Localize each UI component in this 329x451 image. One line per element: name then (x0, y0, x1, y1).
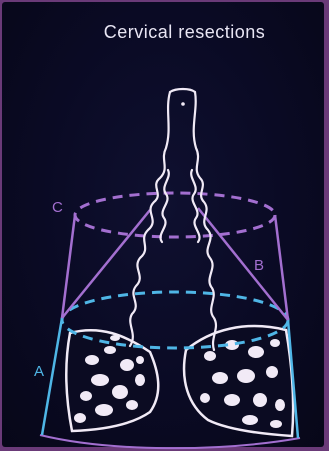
label-c: C (52, 199, 63, 216)
base-curve (40, 435, 300, 448)
label-a: A (34, 363, 44, 380)
os-mark (181, 102, 185, 106)
left-lobe (66, 330, 158, 431)
label-b: B (254, 257, 264, 274)
